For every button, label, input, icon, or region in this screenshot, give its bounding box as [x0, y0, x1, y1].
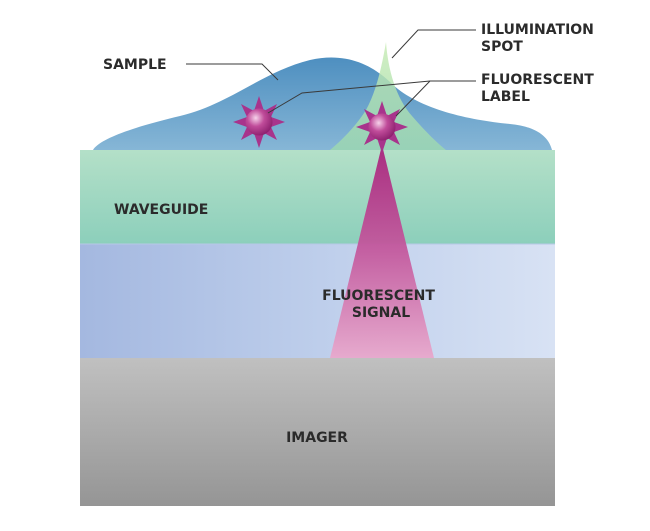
illumination-spot: [330, 42, 446, 150]
sample-leader-line: [186, 63, 279, 81]
fluorescent-signal-cone: [330, 145, 434, 358]
sample-layer: [93, 57, 552, 150]
fluorescent-label-marker-right: [356, 101, 408, 153]
illumination-spot-label-line-2: SPOT: [481, 39, 523, 55]
illumination-spot-label-line-1: ILLUMINATION: [481, 22, 594, 38]
waveguide-label: WAVEGUIDE: [114, 202, 208, 218]
illumination-leader-line: [391, 29, 476, 59]
illumination-spot-label: ILLUMINATION SPOT: [481, 22, 599, 55]
fluorescent-signal-label-line-2: SIGNAL: [352, 305, 410, 321]
waveguide-layer: [80, 150, 555, 244]
imager-label: IMAGER: [286, 430, 348, 446]
fluorescent-label-label-line-1: FLUORESCENT: [481, 72, 594, 88]
fluorescent-signal-label: FLUORESCENT SIGNAL: [322, 288, 440, 321]
fluorescent-label-leader-line-left: [267, 80, 431, 114]
fluorescent-label-label-line-2: LABEL: [481, 89, 530, 105]
fluorescent-label-label: FLUORESCENT LABEL: [481, 72, 599, 105]
fluorescent-signal-label-line-1: FLUORESCENT: [322, 288, 435, 304]
imager-layer: [80, 358, 555, 506]
sample-label: SAMPLE: [103, 57, 167, 73]
substrate-layer: [80, 244, 555, 358]
fluorescent-label-marker-left: [233, 96, 285, 148]
